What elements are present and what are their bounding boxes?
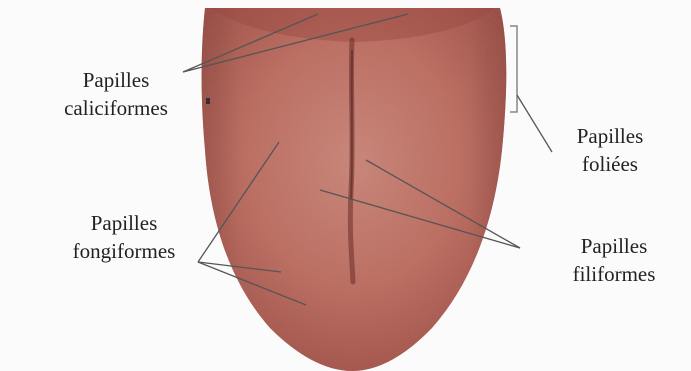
foliate-bracket — [510, 26, 517, 112]
label-papilles-foliees: Papilles foliées — [555, 122, 665, 178]
leader-line-foliees — [517, 95, 552, 152]
left-edge-mark — [206, 98, 210, 104]
label-foliees-line2: foliées — [555, 150, 665, 178]
label-fongiformes-line1: Papilles — [58, 209, 190, 237]
label-foliees-line1: Papilles — [555, 122, 665, 150]
label-fongiformes-line2: fongiformes — [58, 237, 190, 265]
label-filiformes-line2: filiformes — [549, 260, 679, 288]
label-papilles-filiformes: Papilles filiformes — [549, 232, 679, 288]
label-filiformes-line1: Papilles — [549, 232, 679, 260]
label-caliciformes-line1: Papilles — [52, 66, 180, 94]
label-papilles-caliciformes: Papilles caliciformes — [52, 66, 180, 122]
label-papilles-fongiformes: Papilles fongiformes — [58, 209, 190, 265]
label-caliciformes-line2: caliciformes — [52, 94, 180, 122]
